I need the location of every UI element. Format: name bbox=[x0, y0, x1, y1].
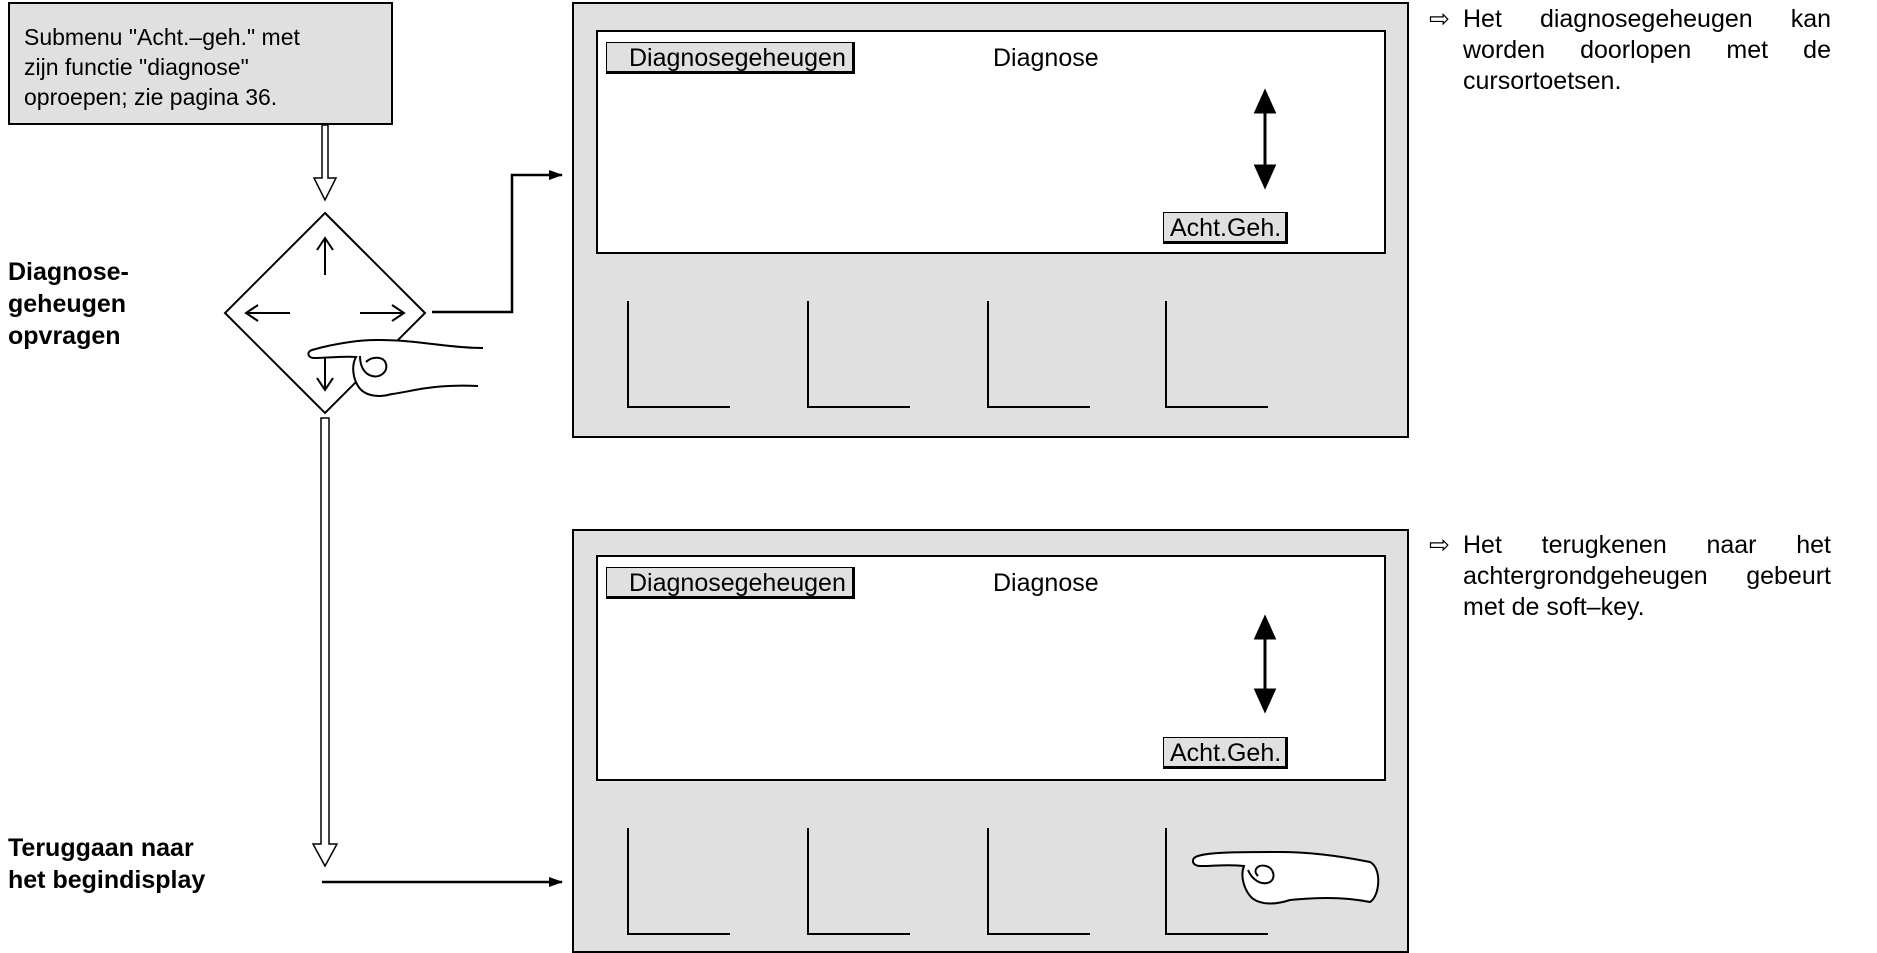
flow-arrow-icon bbox=[432, 170, 563, 314]
note-1: ⇨ Het diagnosegeheugen kan worden doorlo… bbox=[1429, 4, 1831, 97]
display-panel-1: Diagnosegeheugen Diagnose Acht.Geh. bbox=[572, 2, 1409, 438]
pointing-hand-icon bbox=[307, 339, 484, 397]
display-title: Diagnose bbox=[993, 569, 1099, 597]
softkey-1[interactable] bbox=[627, 828, 730, 935]
softkey-3[interactable] bbox=[987, 828, 1090, 935]
softkey-label: Acht.Geh. bbox=[1163, 737, 1289, 769]
step-label-line: opvragen bbox=[8, 322, 121, 350]
menu-tag: Diagnosegeheugen bbox=[606, 567, 855, 599]
menu-tag: Diagnosegeheugen bbox=[606, 42, 855, 74]
note-text: Het diagnosegeheugen kan worden doorlope… bbox=[1463, 5, 1831, 95]
display-title: Diagnose bbox=[993, 44, 1099, 72]
softkey-1[interactable] bbox=[627, 301, 730, 408]
instruction-line: Submenu "Acht.–geh." met bbox=[24, 24, 300, 50]
softkey-4[interactable] bbox=[1165, 828, 1268, 935]
note-2: ⇨ Het terugkenen naar het achtergrondgeh… bbox=[1429, 530, 1831, 623]
up-down-arrow-icon bbox=[1253, 614, 1277, 714]
hollow-arrow-down-icon bbox=[311, 417, 339, 868]
instruction-line: oproepen; zie pagina 36. bbox=[24, 84, 278, 110]
note-text: Het terugkenen naar het achtergrondgeheu… bbox=[1463, 531, 1831, 621]
step-label-query-diagnosis: Diagnose- geheugen opvragen bbox=[8, 256, 129, 352]
step-label-line: Teruggaan naar bbox=[8, 834, 194, 862]
display-screen: Diagnosegeheugen Diagnose Acht.Geh. bbox=[596, 555, 1386, 781]
softkey-3[interactable] bbox=[987, 301, 1090, 408]
softkey-row bbox=[627, 301, 1268, 408]
softkey-label: Acht.Geh. bbox=[1163, 212, 1289, 244]
instruction-line: zijn functie "diagnose" bbox=[24, 54, 249, 80]
up-down-arrow-icon bbox=[1253, 88, 1277, 190]
softkey-4[interactable] bbox=[1165, 301, 1268, 408]
step-label-line: het begindisplay bbox=[8, 866, 206, 894]
softkey-row bbox=[627, 828, 1268, 935]
step-label-return: Teruggaan naar het begindisplay bbox=[8, 832, 205, 896]
display-screen: Diagnosegeheugen Diagnose Acht.Geh. bbox=[596, 30, 1386, 254]
pointing-hand-icon bbox=[1192, 850, 1380, 905]
step-label-line: geheugen bbox=[8, 290, 127, 318]
softkey-2[interactable] bbox=[807, 301, 910, 408]
note-arrow-icon: ⇨ bbox=[1429, 531, 1450, 559]
instruction-box: Submenu "Acht.–geh." met zijn functie "d… bbox=[8, 2, 393, 125]
step-label-line: Diagnose- bbox=[8, 258, 129, 286]
hollow-arrow-down-icon bbox=[312, 124, 338, 202]
note-arrow-icon: ⇨ bbox=[1429, 5, 1450, 33]
softkey-2[interactable] bbox=[807, 828, 910, 935]
